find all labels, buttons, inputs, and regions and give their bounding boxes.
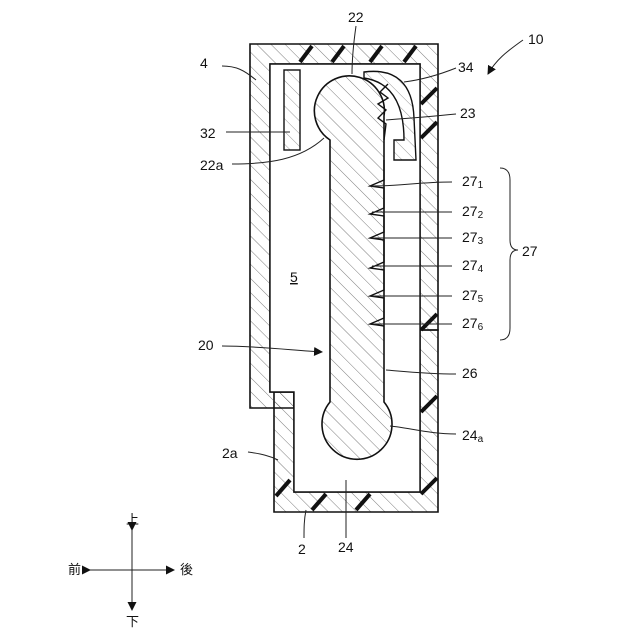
label-20: 20	[198, 337, 214, 353]
label-26: 26	[462, 365, 478, 381]
label-23: 23	[460, 105, 476, 121]
bracket-27	[500, 168, 518, 340]
label-2a: 2a	[222, 445, 238, 461]
label-2: 2	[298, 541, 306, 557]
label-27-5: 275	[462, 287, 484, 305]
label-10: 10	[528, 31, 544, 47]
label-24: 24	[338, 539, 354, 555]
label-4: 4	[200, 55, 208, 71]
label-32: 32	[200, 125, 216, 141]
direction-down: 下	[126, 615, 139, 630]
label-24a: 24a	[462, 427, 484, 445]
label-34: 34	[458, 59, 474, 75]
label-27-4: 274	[462, 257, 484, 275]
label-27: 27	[522, 243, 538, 259]
direction-indicator: 上 下 前 後	[68, 513, 193, 630]
label-27-6: 276	[462, 315, 484, 333]
label-27-1: 271	[462, 173, 484, 191]
label-27-2: 272	[462, 203, 484, 221]
label-22a: 22a	[200, 157, 224, 173]
label-22: 22	[348, 9, 364, 25]
label-5: 5	[290, 269, 298, 285]
label-27-3: 273	[462, 229, 484, 247]
direction-rear: 後	[180, 563, 193, 578]
direction-front: 前	[68, 562, 81, 578]
direction-up: 上	[126, 513, 139, 528]
component-32	[284, 70, 300, 150]
